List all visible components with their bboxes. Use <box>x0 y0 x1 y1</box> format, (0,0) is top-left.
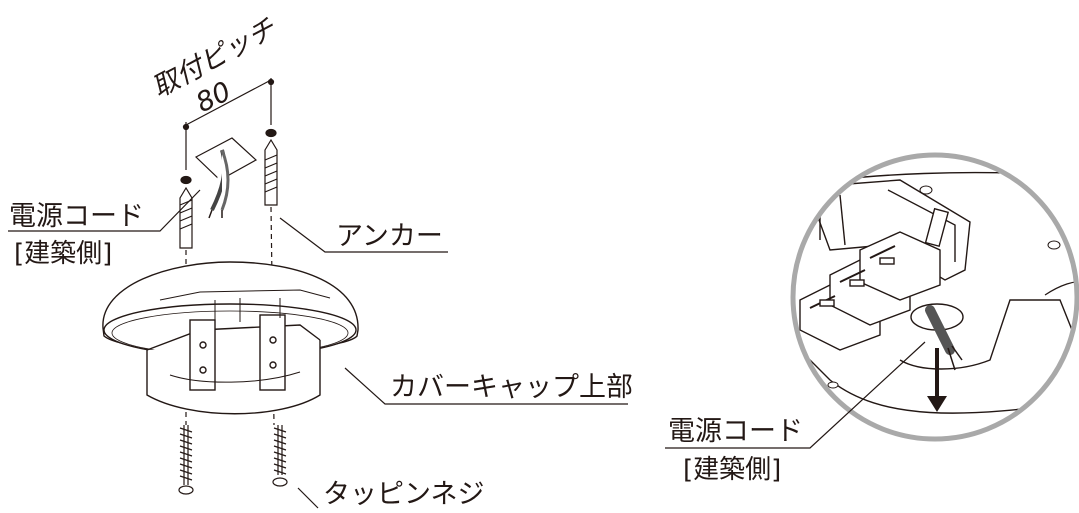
anchor-label: アンカー <box>336 221 443 252</box>
detail-magnified-view <box>793 155 1077 439</box>
tapping-screw-left <box>178 425 194 495</box>
leader-lines-left <box>8 189 628 509</box>
leader-line-right <box>665 341 926 449</box>
anchor-left <box>179 175 193 249</box>
ceiling-opening <box>194 137 258 219</box>
tapping-screw-label: タッピンネジ <box>323 479 485 510</box>
power-cord-label-left: 電源コード <box>9 201 144 232</box>
power-cord-side-label-left: [建築側] <box>14 239 113 269</box>
power-cord-label-right: 電源コード <box>668 416 803 447</box>
cover-cap <box>102 261 359 415</box>
pitch-dimension <box>182 78 275 170</box>
anchor-right <box>264 128 278 206</box>
detail-circle-frame <box>790 152 1079 442</box>
tapping-screw-right <box>272 425 288 487</box>
power-cord-side-label-right: [建築側] <box>683 455 782 485</box>
cover-cap-label: カバーキャップ上部 <box>390 372 633 403</box>
